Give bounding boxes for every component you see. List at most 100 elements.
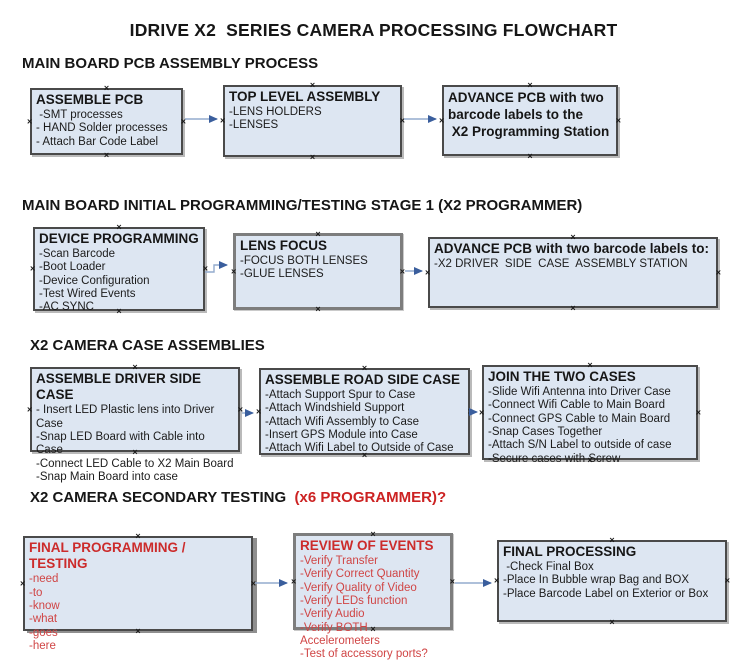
box-title: FINAL PROGRAMMING / TESTING	[29, 540, 190, 572]
connection-point-icon: ×	[467, 406, 473, 416]
box-title: FINAL PROCESSING	[503, 544, 637, 559]
process-box-review-of-events: ×××× REVIEW OF EVENTS -Verify Transfer -…	[291, 530, 455, 661]
connection-point-icon: ×	[220, 115, 226, 126]
box-title: DEVICE PROGRAMMING	[39, 231, 199, 246]
box-item: -Connect LED Cable to X2 Main Board	[36, 457, 234, 470]
box-item: -Verify LEDs function	[300, 595, 408, 608]
box-item: -here	[29, 639, 56, 652]
process-box-final-programming-testing: ×××× FINAL PROGRAMMING / TESTING -need -…	[20, 532, 256, 652]
box-title: ASSEMBLE DRIVER SIDE CASE	[36, 371, 205, 403]
box-item: -Verify Transfer	[300, 555, 378, 568]
connection-point-icon: ×	[309, 152, 316, 162]
box-item: -LENSES	[229, 119, 279, 132]
box-item: -Boot Loader	[39, 261, 106, 274]
process-box-device-programming: ×××× DEVICE PROGRAMMING -Scan Barcode -B…	[30, 223, 208, 316]
box-title: LENS FOCUS	[240, 238, 328, 253]
box-item: - HAND Solder processes	[36, 122, 168, 135]
connection-point-icon: ×	[291, 576, 297, 586]
arrow-device-programming-to-lens-focus	[205, 261, 228, 273]
box-item: -Attach Support Spur to Case	[265, 389, 416, 402]
connection-point-icon: ×	[479, 407, 485, 417]
flowchart-title: IDRIVE X2 SERIES CAMERA PROCESSING FLOWC…	[129, 20, 618, 40]
box-item: -Connect Wifi Cable to Main Board	[488, 399, 666, 412]
connection-point-icon: ×	[724, 575, 730, 586]
box-item: -Test Wired Events	[39, 288, 136, 301]
box-title: REVIEW OF EVENTS	[300, 538, 434, 553]
connection-point-icon: ×	[425, 267, 431, 277]
box-item: -Secure cases with Screw	[488, 452, 621, 465]
process-box-advance-pcb-programming-station: ×××× ADVANCE PCB with two barcode labels…	[439, 81, 621, 161]
section-heading-pcb-assembly: MAIN BOARD PCB ASSEMBLY PROCESS	[22, 55, 319, 72]
section-heading-secondary-testing-red: (x6 PROGRAMMER)?	[294, 489, 447, 506]
box-item: -SMT processes	[36, 109, 123, 122]
connection-point-icon: ×	[315, 304, 321, 314]
box-title: JOIN THE TWO CASES	[488, 369, 636, 384]
connection-point-icon: ×	[527, 151, 533, 161]
connection-point-icon: ×	[609, 617, 615, 627]
process-box-lens-focus: ×××× LENS FOCUS -FOCUS BOTH LENSES -GLUE…	[231, 230, 405, 314]
box-item: -Device Configuration	[39, 274, 150, 287]
process-box-assemble-pcb: ×××× ASSEMBLE PCB -SMT processes - HAND …	[27, 84, 186, 160]
process-box-advance-pcb-case-assembly: ×××× ADVANCE PCB with two barcode labels…	[425, 233, 721, 313]
box-item: -Place Barcode Label on Exterior or Box	[503, 587, 709, 600]
box-item: -Test of accessory ports?	[300, 648, 428, 661]
box-item: -need	[29, 573, 59, 586]
box-item: -Slide Wifi Antenna into Driver Case	[488, 386, 671, 399]
box-item: -GLUE LENSES	[240, 268, 324, 281]
connection-point-icon: ×	[30, 263, 36, 274]
box-item: -LENS HOLDERS	[229, 106, 322, 119]
box-item: -Attach S/N Label to outside of case	[488, 439, 672, 452]
section-heading-secondary-testing: X2 CAMERA SECONDARY TESTING (x6 PROGRAMM…	[30, 489, 446, 506]
process-box-final-processing: ×××× FINAL PROCESSING -Check Final Box -…	[494, 536, 730, 627]
process-box-assemble-road-side-case: ×××× ASSEMBLE ROAD SIDE CASE -Attach Sup…	[256, 364, 473, 460]
box-item: -Verify Correct Quantity	[300, 568, 420, 581]
connection-point-icon: ×	[615, 115, 621, 125]
box-item: -Verify BOTH Accelerometers	[300, 621, 380, 647]
connection-point-icon: ×	[399, 115, 405, 126]
box-item: -what	[29, 613, 58, 626]
box-item: -AC SYNC	[39, 301, 94, 314]
box-item: -Check Final Box	[503, 561, 594, 574]
connection-point-icon: ×	[20, 578, 26, 588]
box-item: - Attach Bar Code Label	[36, 135, 159, 148]
box-item: -Connect GPS Cable to Main Board	[488, 412, 671, 425]
process-box-assemble-driver-side-case: ×××× ASSEMBLE DRIVER SIDE CASE - Insert …	[27, 363, 243, 483]
box-item: -know	[29, 599, 60, 612]
box-item: -Attach Wifi Assembly to Case	[265, 415, 420, 428]
connection-point-icon: ×	[399, 266, 405, 276]
box-item: -Verify Audio	[300, 608, 365, 621]
connection-point-icon: ×	[202, 263, 208, 274]
section-heading-secondary-testing-black: X2 CAMERA SECONDARY TESTING	[30, 489, 295, 506]
connection-point-icon: ×	[231, 266, 237, 276]
box-item: - Insert LED Plastic lens into Driver Ca…	[36, 404, 218, 430]
connection-point-icon: ×	[695, 407, 701, 417]
connection-point-icon: ×	[449, 576, 455, 586]
box-item: -Snap LED Board with Cable into Case	[36, 430, 208, 457]
box-item: -goes	[29, 626, 58, 639]
box-item: -Place In Bubble wrap Bag and BOX	[503, 574, 690, 587]
connection-point-icon: ×	[250, 578, 256, 588]
box-item: -Snap Main Board into case	[36, 470, 178, 483]
connection-point-icon: ×	[27, 404, 33, 414]
connection-point-icon: ×	[103, 150, 110, 160]
connection-point-icon: ×	[27, 116, 33, 126]
box-item: -to	[29, 586, 43, 599]
connection-point-icon: ×	[494, 575, 500, 586]
box-item: -FOCUS BOTH LENSES	[240, 255, 368, 268]
box-title: ASSEMBLE PCB	[36, 92, 144, 107]
process-box-join-the-two-cases: ×××× JOIN THE TWO CASES -Slide Wifi Ante…	[479, 361, 701, 465]
box-item: -Insert GPS Module into Case	[265, 429, 418, 442]
connection-point-icon: ×	[237, 404, 243, 414]
section-heading-case-assemblies: X2 CAMERA CASE ASSEMBLIES	[30, 337, 265, 354]
box-title: TOP LEVEL ASSEMBLY	[229, 89, 381, 104]
box-item: -Attach Wifi Label to Outside of Case	[265, 442, 454, 455]
box-item: -X2 DRIVER SIDE CASE ASSEMBLY STATION	[434, 258, 688, 271]
connection-point-icon: ×	[439, 115, 445, 125]
box-bold-text: X2 Programming Station	[448, 124, 610, 139]
connection-point-icon: ×	[715, 267, 721, 277]
section-heading-initial-programming: MAIN BOARD INITIAL PROGRAMMING/TESTING S…	[22, 197, 583, 214]
connection-point-icon: ×	[570, 303, 576, 313]
process-box-top-level-assembly: ×××× TOP LEVEL ASSEMBLY -LENS HOLDERS -L…	[220, 81, 405, 162]
box-title: ADVANCE PCB with two barcode labels to:	[434, 241, 710, 256]
